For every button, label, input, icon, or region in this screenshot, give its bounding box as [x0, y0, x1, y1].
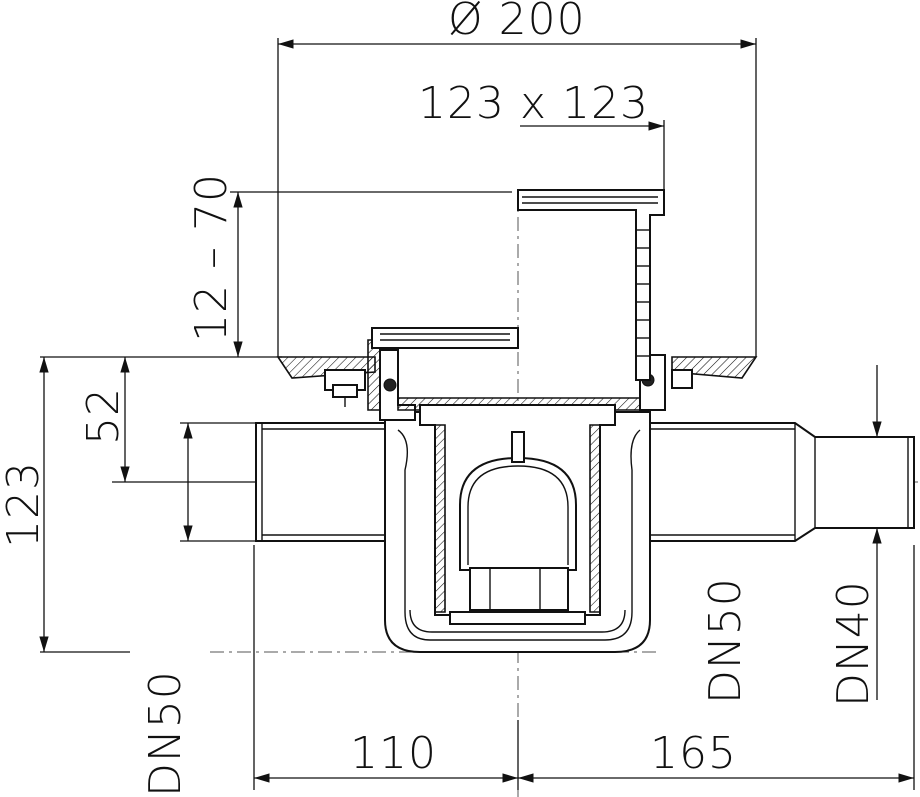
upper-extension	[517, 189, 665, 381]
height-adjust-label: 12 – 70	[186, 173, 237, 342]
depth-upper-label: 52	[78, 387, 129, 445]
lower-grate	[371, 327, 519, 349]
dimension-labels: Ø 200 123 x 123 12 – 70 52 123 DN50 DN50…	[0, 0, 879, 797]
right-outlet-pipe	[635, 422, 915, 542]
depth-total-label: 123	[0, 461, 49, 548]
dimension-lines	[39, 39, 914, 783]
sleeve-ribs	[636, 229, 650, 357]
extension-lines	[40, 38, 915, 790]
outlet-right-large-label: DN50	[700, 577, 751, 704]
outlet-right-small-label: DN40	[828, 580, 879, 707]
inlet-left-label: DN50	[140, 670, 191, 797]
grate-size-label: 123 x 123	[418, 78, 649, 129]
flange	[276, 356, 758, 407]
diameter-label: Ø 200	[448, 0, 586, 45]
offset-right-label: 165	[650, 728, 737, 779]
odour-trap	[419, 404, 616, 625]
offset-left-label: 110	[350, 728, 437, 779]
left-inlet-pipe	[255, 422, 401, 542]
